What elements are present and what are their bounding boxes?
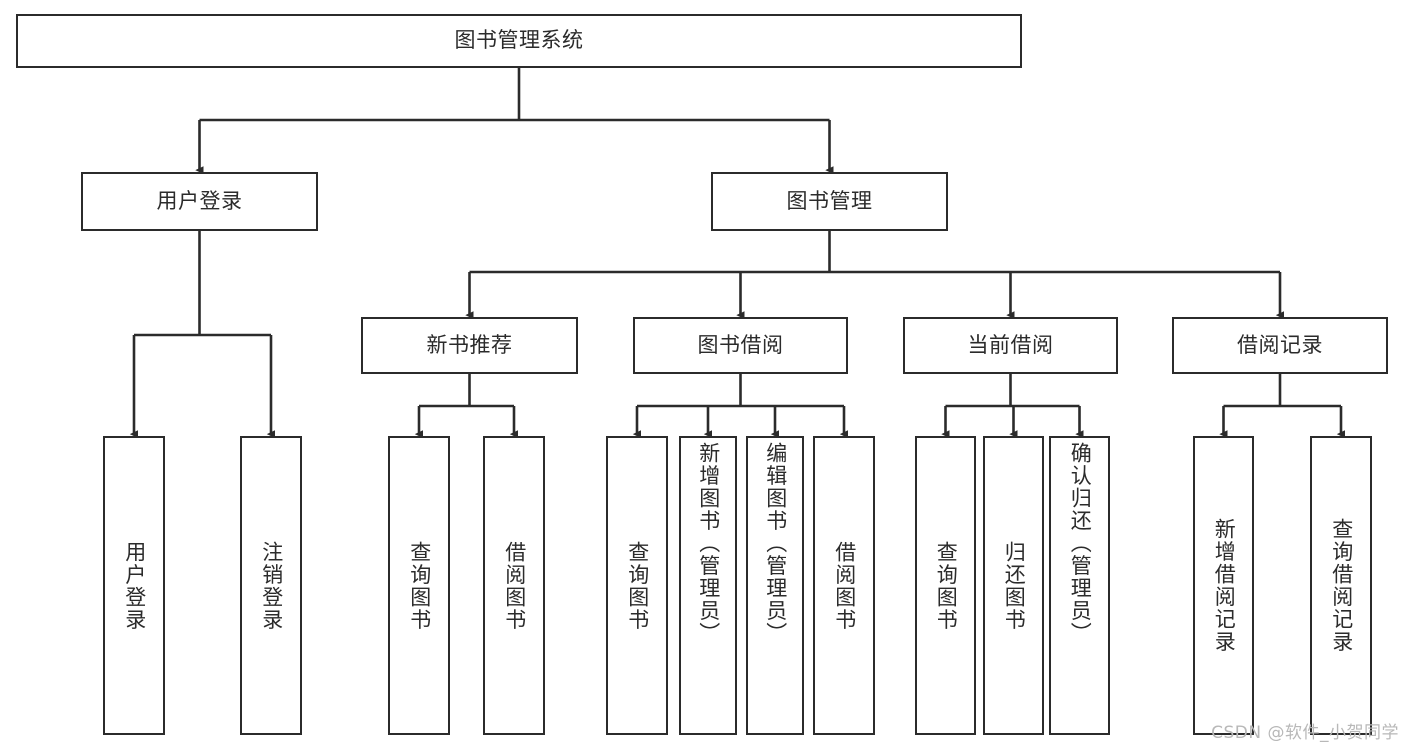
node-label: 当前借阅 <box>967 332 1054 357</box>
node-label: 图书管理系统 <box>454 28 584 53</box>
node-label: 查询借阅记录 <box>1329 518 1354 653</box>
leaf-leaf-confirm-return-admin[interactable]: 确认归还（管理员） <box>1049 436 1110 735</box>
node-label: 新增图书（管理员） <box>696 442 721 645</box>
watermark-text: CSDN @软件_小贺同学 <box>1211 723 1399 743</box>
node-label: 借阅记录 <box>1237 332 1323 357</box>
node-label: 图书借阅 <box>697 332 784 357</box>
leaf-leaf-borrow-book-recommend[interactable]: 借阅图书 <box>483 436 545 735</box>
node-root-root[interactable]: 图书管理系统 <box>16 14 1022 68</box>
leaf-leaf-return-book[interactable]: 归还图书 <box>983 436 1044 735</box>
node-label: 用户登录 <box>156 188 243 213</box>
leaf-leaf-query-borrow-record[interactable]: 查询借阅记录 <box>1310 436 1372 735</box>
node-book-management[interactable]: 图书管理 <box>711 172 948 231</box>
leaf-leaf-query-book-recommend[interactable]: 查询图书 <box>388 436 450 735</box>
node-label: 用户登录 <box>122 540 147 631</box>
node-label: 编辑图书（管理员） <box>763 442 788 645</box>
leaf-leaf-query-book-borrow[interactable]: 查询图书 <box>606 436 668 735</box>
node-label: 注销登录 <box>259 540 284 631</box>
leaf-leaf-edit-book-admin[interactable]: 编辑图书（管理员） <box>746 436 804 735</box>
node-label: 图书管理 <box>786 188 873 213</box>
node-user-login[interactable]: 用户登录 <box>81 172 318 231</box>
node-book-borrow[interactable]: 图书借阅 <box>633 317 848 374</box>
leaf-leaf-add-book-admin[interactable]: 新增图书（管理员） <box>679 436 737 735</box>
node-current-borrow[interactable]: 当前借阅 <box>903 317 1118 374</box>
node-label: 查询图书 <box>407 540 432 631</box>
leaf-leaf-borrow-book[interactable]: 借阅图书 <box>813 436 875 735</box>
node-borrow-record[interactable]: 借阅记录 <box>1172 317 1388 374</box>
node-label: 归还图书 <box>1002 540 1027 631</box>
leaf-leaf-add-borrow-record[interactable]: 新增借阅记录 <box>1193 436 1254 735</box>
node-label: 查询图书 <box>934 540 959 631</box>
leaf-leaf-user-login[interactable]: 用户登录 <box>103 436 165 735</box>
node-label: 借阅图书 <box>832 540 857 631</box>
leaf-leaf-logout-login[interactable]: 注销登录 <box>240 436 302 735</box>
node-label: 借阅图书 <box>502 540 527 631</box>
node-label: 新书推荐 <box>426 332 513 357</box>
leaf-leaf-query-book-current[interactable]: 查询图书 <box>915 436 976 735</box>
node-new-book-recommend[interactable]: 新书推荐 <box>361 317 578 374</box>
node-label: 新增借阅记录 <box>1212 518 1237 653</box>
node-label: 确认归还（管理员） <box>1068 442 1093 645</box>
node-label: 查询图书 <box>625 540 650 631</box>
